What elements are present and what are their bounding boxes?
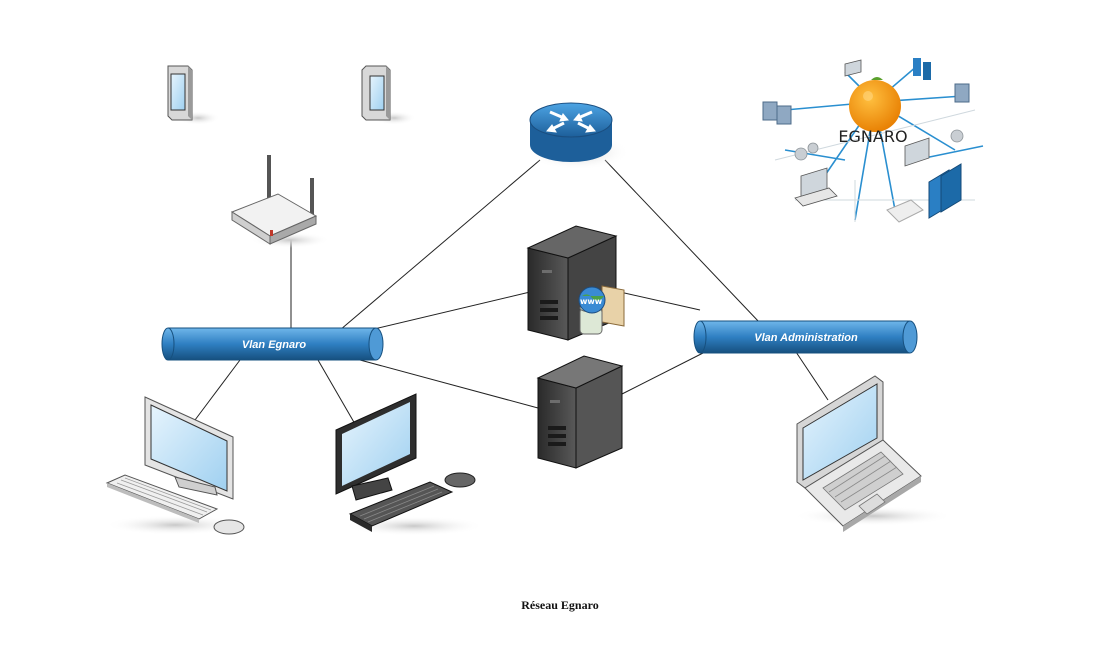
database-icon xyxy=(954,83,970,103)
link-webserver-vlan-admin xyxy=(619,291,701,311)
diagram-caption: Réseau Egnaro xyxy=(521,598,599,612)
link-router-vlan-admin xyxy=(604,159,761,324)
laptop-small-icon xyxy=(794,59,930,207)
laptop-icon xyxy=(793,375,953,532)
orange-icon xyxy=(849,77,901,132)
vlan-administration-pipe: Vlan Administration xyxy=(693,320,918,354)
globe-icon: www xyxy=(578,285,625,335)
web-server-icon: www xyxy=(526,225,625,341)
link-desktop1-vlan-egnaro xyxy=(194,359,241,421)
link-desktop2-vlan-egnaro xyxy=(317,359,356,425)
wifi-access-point-icon xyxy=(230,155,330,248)
egnaro-logo-text: EGNARO xyxy=(838,127,907,146)
egnaro-logo-illustration: EGNARO xyxy=(762,58,984,223)
desktop-computer-icon xyxy=(335,393,484,536)
tablet-icon xyxy=(167,65,220,125)
storage-icon xyxy=(913,58,931,80)
link-laptop-vlan-admin xyxy=(795,351,829,401)
link-webserver-vlan-egnaro xyxy=(369,291,531,331)
desktop-computer-icon xyxy=(105,396,245,535)
svg-text:www: www xyxy=(580,297,603,306)
vlan-egnaro-pipe: Vlan Egnaro xyxy=(161,327,384,361)
vlan-egnaro-label: Vlan Egnaro xyxy=(242,339,306,351)
link-router-vlan-egnaro xyxy=(339,159,541,331)
link-server-vlan-admin xyxy=(621,351,706,395)
gear-icon xyxy=(794,129,964,161)
router-icon xyxy=(526,102,630,170)
server-icon xyxy=(536,355,624,469)
document-icon xyxy=(886,199,924,223)
vlan-administration-label: Vlan Administration xyxy=(754,332,858,344)
database-icon xyxy=(762,101,792,125)
tablet-icon xyxy=(361,65,416,125)
links xyxy=(194,159,829,425)
link-server-vlan-egnaro xyxy=(359,359,539,409)
storage-icon xyxy=(928,163,962,219)
